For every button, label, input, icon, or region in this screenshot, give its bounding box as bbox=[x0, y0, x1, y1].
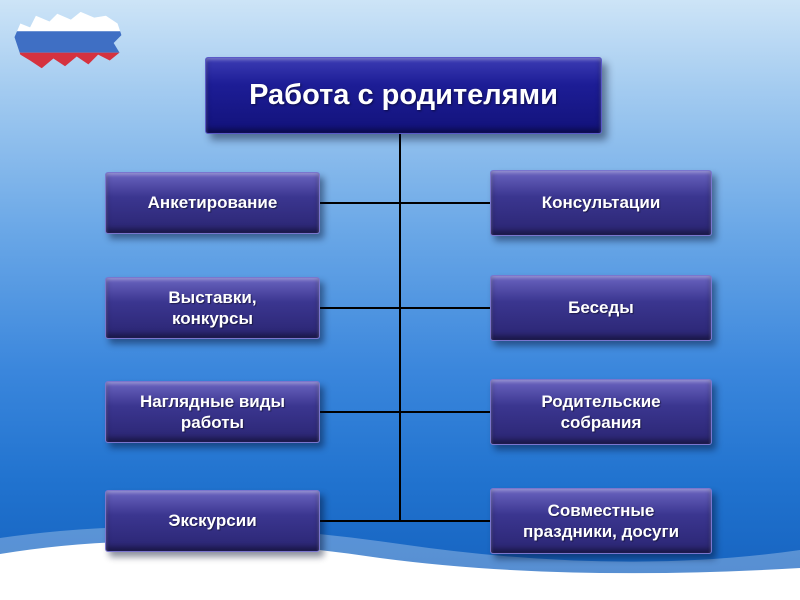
center-connector-line bbox=[399, 132, 401, 522]
node-besedy: Беседы bbox=[490, 275, 712, 341]
node-roditelskie-sobraniya: Родительские собрания bbox=[490, 379, 712, 445]
connector-row-3 bbox=[320, 411, 490, 413]
node-vystavki-konkursy: Выставки, конкурсы bbox=[105, 277, 320, 339]
slide-title: Работа с родителями bbox=[205, 57, 602, 134]
node-naglyadnye-vidy-raboty: Наглядные виды работы bbox=[105, 381, 320, 443]
connector-row-4 bbox=[320, 520, 490, 522]
connector-row-1 bbox=[320, 202, 490, 204]
node-anketirovanie: Анкетирование bbox=[105, 172, 320, 234]
node-konsultatsii: Консультации bbox=[490, 170, 712, 236]
russia-map-flag-icon bbox=[14, 11, 122, 69]
node-ekskursii: Экскурсии bbox=[105, 490, 320, 552]
node-sovmestnye-prazdniki: Совместные праздники, досуги bbox=[490, 488, 712, 554]
connector-row-2 bbox=[320, 307, 490, 309]
